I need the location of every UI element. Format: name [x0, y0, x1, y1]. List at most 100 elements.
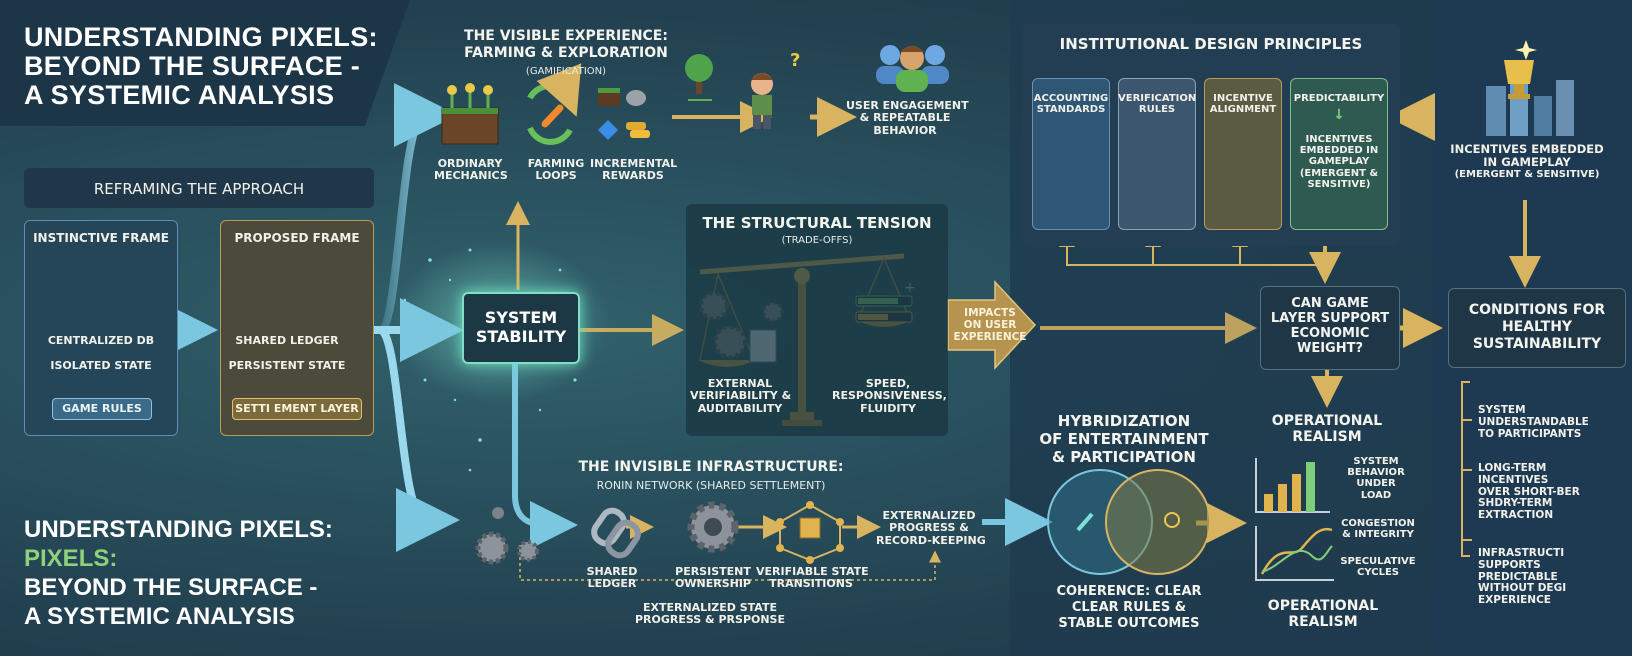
stability-line-2: STABILITY: [462, 327, 580, 346]
engagement-line-2: & REPEATABLE: [846, 112, 964, 124]
coherence-line-1: COHERENCE: CLEAR: [1034, 584, 1224, 600]
embedded-line-5: SENSITIVE): [1290, 179, 1388, 190]
conditions-ticks: [1462, 420, 1472, 540]
speculative-label: SPECULATIVE CYCLES: [1336, 556, 1420, 578]
bottom-title: UNDERSTANDING PIXELS: PIXELS: BEYOND THE…: [24, 515, 333, 631]
accounting-line-1: ACCOUNTING: [1032, 93, 1110, 104]
condition-3-line-5: EXPERIENCE: [1478, 595, 1618, 607]
tension-subtitle: (TRADE-OFFS): [686, 235, 948, 246]
gear-icon: [691, 505, 735, 549]
accounting-standards-label: ACCOUNTING STANDARDS: [1032, 93, 1110, 115]
stability-line-1: SYSTEM: [462, 308, 580, 327]
impacts-label: IMPACTS ON USER EXPERIENCE: [952, 308, 1028, 343]
accounting-line-2: STANDARDS: [1032, 104, 1110, 115]
conditions-title: CONDITIONS FOR HEALTHY SUSTAINABILITY: [1448, 302, 1626, 353]
bottom-title-line-4: A SYSTEMIC ANALYSIS: [24, 602, 333, 631]
rewards-icon: [598, 88, 650, 140]
line-chart-icon: [1256, 526, 1334, 580]
state-network-icon: [776, 501, 844, 564]
loop-line-2: PROGRESS & PRSPONSE: [610, 614, 810, 626]
speed-line-2: RESPONSIVENESS,: [832, 390, 944, 402]
congestion-line-1: CONGESTION: [1336, 518, 1420, 529]
hybridization-title: HYBRIDIZATION OF ENTERTAINMENT & PARTICI…: [1034, 412, 1214, 466]
user-engagement-label: USER ENGAGEMENT & REPEATABLE BEHAVIOR: [846, 100, 964, 137]
reframing-header: REFRAMING THE APPROACH: [24, 181, 374, 198]
persistent-ownership-label: PERSISTENT OWNERSHIP: [670, 566, 756, 591]
isolated-state-label: ISOLATED STATE: [24, 360, 178, 372]
venn-diagram: [1048, 470, 1210, 574]
verifiability-line-3: AUDITABILITY: [690, 403, 790, 415]
embedded-line-4: (EMERGENT &: [1290, 168, 1388, 179]
bottom-title-line-2: PIXELS:: [24, 544, 333, 573]
impacts-line-1: IMPACTS: [952, 308, 1028, 320]
externalized-line-3: RECORD-KEEPING: [876, 535, 982, 547]
question-label: CAN GAME LAYER SUPPORT ECONOMIC WEIGHT?: [1260, 296, 1400, 356]
incentive-alignment-label: INCENTIVE ALIGNMENT: [1204, 93, 1282, 115]
condition-1-line-1: SYSTEM: [1478, 405, 1618, 417]
instinctive-frame-title: INSTINCTIVE FRAME: [24, 232, 178, 245]
operational-top-line-2: REALISM: [1262, 429, 1392, 445]
hybrid-line-3: & PARTICIPATION: [1034, 448, 1214, 466]
condition-2-line-2: INCENTIVES: [1478, 475, 1618, 487]
visible-experience-title: THE VISIBLE EXPERIENCE: FARMING & EXPLOR…: [454, 28, 678, 62]
farming-line-2: LOOPS: [526, 170, 586, 182]
embedded-incentives-label: INCENTIVES EMBEDDED IN GAMEPLAY (EMERGEN…: [1290, 134, 1388, 190]
embedded-line-1: INCENTIVES: [1290, 134, 1388, 145]
infra-shared-ledger-label: SHARED LEDGER: [580, 566, 644, 591]
externalized-state-label: EXTERNALIZED STATE PROGRESS & PRSPONSE: [610, 602, 810, 627]
incentives-right-line-2: IN GAMEPLAY: [1432, 156, 1622, 169]
conditions-line-2: HEALTHY: [1448, 319, 1626, 336]
page-title: UNDERSTANDING PIXELS: BEYOND THE SURFACE…: [24, 23, 378, 110]
load-line-1: SYSTEM: [1336, 456, 1416, 467]
farming-loops-label: FARMING LOOPS: [526, 158, 586, 183]
visible-title-1: THE VISIBLE EXPERIENCE:: [454, 28, 678, 45]
question-line-3: ECONOMIC: [1260, 326, 1400, 341]
users-icon: [876, 45, 949, 92]
embedded-line-2: EMBEDDED IN: [1290, 145, 1388, 156]
tree-icon: [685, 54, 713, 100]
question-line-4: WEIGHT?: [1260, 341, 1400, 356]
bar-chart-icon: [1256, 458, 1330, 512]
externalized-progress-label: EXTERNALIZED PROGRESS & RECORD-KEEPING: [876, 510, 982, 547]
shared-ledger-label: SHARED LEDGER: [220, 335, 354, 347]
predictability-label: PREDICTABILITY: [1290, 93, 1388, 104]
engagement-line-3: BEHAVIOR: [846, 125, 964, 137]
operational-bottom-line-1: OPERATIONAL: [1258, 598, 1388, 614]
title-line-2: BEYOND THE SURFACE -: [24, 52, 378, 81]
farm-plot-icon: [442, 83, 498, 144]
title-line-3: A SYSTEMIC ANALYSIS: [24, 81, 378, 110]
conditions-line-1: CONDITIONS FOR: [1448, 302, 1626, 319]
verifiable-state-label: VERIFIABLE STATE TRANSITIONS: [756, 566, 866, 591]
externalized-line-2: PROGRESS &: [876, 522, 982, 534]
coherence-line-2: CLEAR RULES &: [1034, 600, 1224, 616]
bottom-title-line-3: BEYOND THE SURFACE -: [24, 573, 333, 602]
centralized-db-label: CENTRALIZED DB: [24, 335, 178, 347]
impacts-line-3: EXPERIENCE: [952, 332, 1028, 344]
conditions-line-3: SUSTAINABILITY: [1448, 336, 1626, 353]
visible-subtitle: (GAMIFICATION): [454, 66, 678, 77]
speculative-line-1: SPECULATIVE: [1336, 556, 1420, 567]
embedded-line-3: GAMEPLAY: [1290, 156, 1388, 167]
coherence-label: COHERENCE: CLEAR CLEAR RULES & STABLE OU…: [1034, 584, 1224, 632]
system-load-label: SYSTEM BEHAVIOR UNDER LOAD: [1336, 456, 1416, 501]
persistent-state-label: PERSISTENT STATE: [220, 360, 354, 372]
visible-title-2: FARMING & EXPLORATION: [454, 45, 678, 62]
congestion-label: CONGESTION & INTEGRITY: [1336, 518, 1420, 540]
tension-title: THE STRUCTURAL TENSION: [686, 215, 948, 232]
institutional-bracket: [1067, 245, 1325, 265]
congestion-line-2: & INTEGRITY: [1336, 529, 1420, 540]
load-line-2: BEHAVIOR: [1336, 467, 1416, 478]
operational-top-line-1: OPERATIONAL: [1262, 413, 1392, 429]
svg-text:?: ?: [790, 50, 800, 71]
question-line-2: LAYER SUPPORT: [1260, 311, 1400, 326]
incentive-line-1: INCENTIVE: [1204, 93, 1282, 104]
speculative-line-2: CYCLES: [1336, 567, 1420, 578]
incentives-right-line-1: INCENTIVES EMBEDDED: [1432, 143, 1622, 156]
farming-loop-icon: [530, 86, 570, 142]
condition-item-2: LONG-TERM INCENTIVES OVER SHORT-BER SHDR…: [1478, 463, 1618, 522]
condition-1-line-2: UNDERSTANDABLE: [1478, 417, 1618, 429]
verification-line-1: VERIFICATION: [1118, 93, 1196, 104]
incentives-right-label: INCENTIVES EMBEDDED IN GAMEPLAY (EMERGEN…: [1432, 143, 1622, 180]
operational-bottom-line-2: REALISM: [1258, 614, 1388, 630]
